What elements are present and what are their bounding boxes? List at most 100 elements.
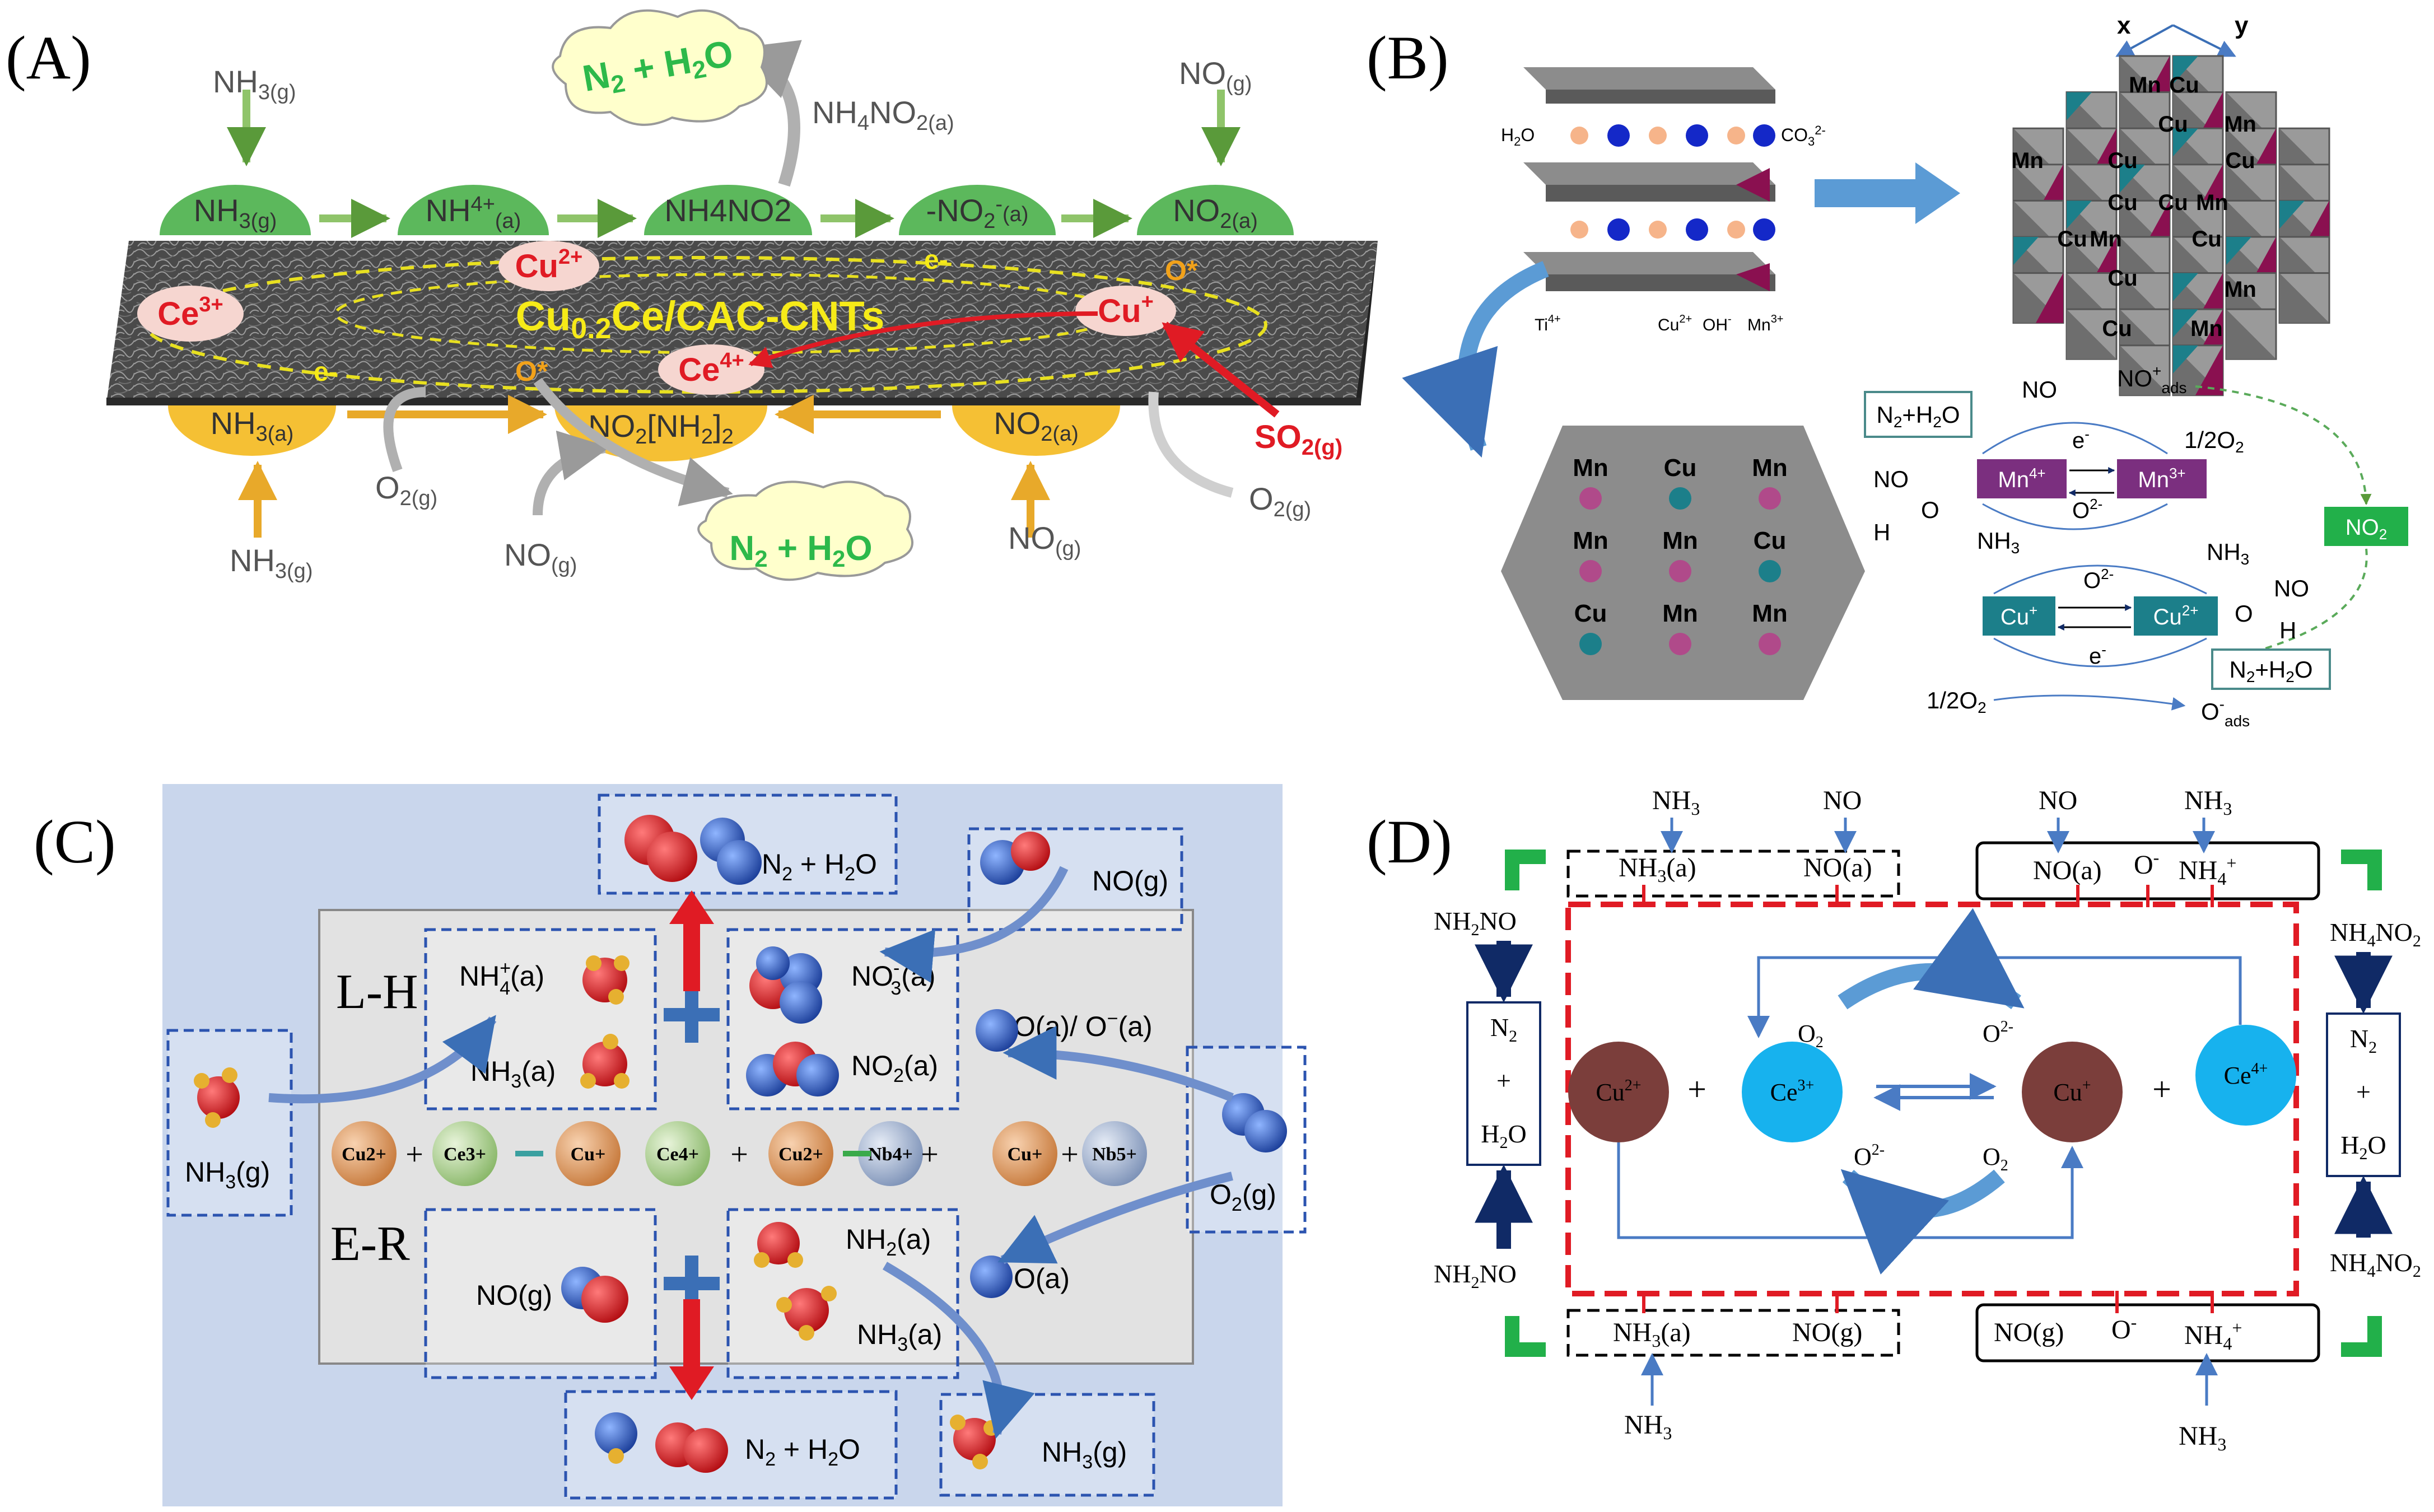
grid-site-label: Cu	[2158, 190, 2188, 215]
e-b-b: e-	[2089, 641, 2106, 669]
nh2no-tl: NH2NO	[1434, 907, 1517, 939]
hex-site-label: Mn	[1662, 527, 1698, 554]
e-label-right: e-	[924, 245, 948, 275]
om-br-d: O-	[2111, 1312, 2137, 1345]
no-top-d: NO	[1823, 786, 1862, 815]
h-b-b: H	[2279, 617, 2296, 643]
grid-site-label: Mn	[2196, 190, 2228, 215]
ti-label: Ti4+	[1535, 313, 1561, 334]
o2g-c: O2(g)	[1210, 1179, 1276, 1215]
hex-site-label: Cu	[1664, 454, 1697, 482]
hex-site-label: Mn	[1752, 454, 1788, 482]
o-ads-b: O-ads	[2201, 696, 2250, 730]
oa-om-label: O(a)/ O−(a)	[1014, 1008, 1153, 1042]
no-top-b: NO	[2022, 376, 2057, 403]
plus-d2: +	[2152, 1071, 2171, 1108]
panel-a-label: (A)	[6, 24, 91, 92]
ion-label: Cu+	[571, 1144, 606, 1165]
nog-er-label: NO(g)	[476, 1280, 552, 1311]
so2-label: SO2(g)	[1255, 419, 1342, 460]
panel-d-label: (D)	[1367, 808, 1452, 876]
n2h2o-box-a: N2+H2O	[1876, 402, 1960, 431]
nh3-a-b: NH3	[1977, 528, 2020, 557]
no-top-r-d: NO	[2039, 786, 2077, 815]
er-label: E-R	[330, 1217, 410, 1271]
nh3-bot-r-d: NH3	[2179, 1421, 2226, 1454]
grid-site-label: Cu	[2107, 190, 2137, 215]
n2-left: N2	[1490, 1013, 1517, 1046]
ion-label: Nb5+	[1092, 1144, 1137, 1165]
oa-label: O(a)	[1014, 1263, 1070, 1294]
lh-label: L-H	[336, 965, 418, 1019]
bottom-adsorbed-species: NH3(a) NO2[NH2]2 NO2(a)	[168, 405, 1120, 461]
nh3-top-r-d: NH3	[2184, 786, 2232, 819]
grid-site-label: Mn	[2090, 227, 2122, 251]
panel-a: (A) NH3(g) NH4+(a) NH4NO2 -NO2-(a) NO2(a…	[6, 9, 1378, 583]
co3-label: CO32-	[1781, 123, 1826, 148]
grid-site-label: Cu	[2158, 112, 2188, 137]
n2h2o-box-b: N2+H2O	[2229, 656, 2312, 685]
o2g-right-label: O2(g)	[1249, 481, 1311, 521]
ce3-d: Ce3+	[1770, 1077, 1815, 1106]
cloud-n2-h2o-bottom: N2 + H2O	[697, 480, 913, 581]
ion-label: Cu2+	[342, 1144, 386, 1165]
grid-site-label: Cu	[2225, 148, 2255, 173]
redox-cycle-d: Cu2+ + Ce3+ Cu+ + Ce4+ O2 O2- O2- O2	[1568, 908, 2296, 1275]
ion-label: Ce3+	[444, 1144, 486, 1165]
plus-sign: +	[730, 1137, 748, 1172]
e-b-a: e-	[2072, 426, 2090, 453]
grid-site-label: Mn	[2011, 148, 2044, 173]
plus-sign: +	[405, 1137, 423, 1172]
ldh-layers: H2O CO32- Ti4+ Cu2+ OH- Mn3+	[1501, 67, 1826, 334]
n2h2o-bot-c: N2 + H2O	[745, 1434, 860, 1470]
nh4no2a-label: NH4NO2(a)	[812, 95, 954, 135]
o2-b-d: O2	[1983, 1143, 2008, 1174]
cu2-layer-label: Cu2+	[1658, 313, 1692, 334]
h-left-b: H	[1873, 519, 1890, 545]
nh3g-bottom: NH3(g)	[230, 543, 313, 583]
ion-row-c: Cu2+Ce3+Cu+Ce4+Cu2+Nb4+Cu+Nb5+++++	[332, 1121, 1147, 1186]
hex-site-label: Cu	[1574, 600, 1607, 627]
grid-site-label: Mn	[2190, 316, 2223, 341]
ion-label: Cu2+	[778, 1144, 823, 1165]
noa-r-d: NO(a)	[2033, 856, 2102, 885]
y-axis-label: y	[2235, 12, 2249, 39]
o2-a-d: O2	[1798, 1020, 1824, 1051]
hex-site-label: Mn	[1752, 600, 1788, 627]
n2h2o-bottom-text: N2 + H2O	[729, 529, 872, 572]
ion-label: Ce4+	[656, 1144, 699, 1165]
panel-b: (B) H2O CO32- Ti4+ Cu2+ OH- Mn3+	[1367, 12, 2408, 730]
nh2no-bl: NH2NO	[1434, 1259, 1517, 1292]
o-left-b: O	[1921, 497, 1939, 523]
nog-top-c: NO(g)	[1092, 865, 1168, 897]
grid-site-label: Cu	[2057, 227, 2087, 251]
nog-top: NO(g)	[1179, 55, 1252, 96]
ce4-d: Ce4+	[2224, 1060, 2268, 1089]
nh3-top-d: NH3	[1652, 786, 1700, 819]
grid-site-label: Cu	[2107, 148, 2137, 173]
catalyst-slab: Cu0.2Ce/CAC-CNTs Ce3+ Cu2+ Ce4+ Cu+ O* O…	[106, 241, 1378, 405]
ion-label: Cu+	[1008, 1144, 1043, 1165]
hex-site-label: Mn	[1662, 600, 1698, 627]
grid-site-label: Cu	[2169, 73, 2199, 97]
x-axis-label: x	[2117, 12, 2131, 39]
plus-sign: +	[1061, 1137, 1079, 1172]
o-star-right: O*	[1165, 255, 1198, 286]
nog-br-d: NO(g)	[1994, 1318, 2064, 1347]
panel-d: (D) NH3 NO NH3(a) NO(a) NO NH3 NO(a) O- …	[1367, 786, 2421, 1454]
panel-b-label: (B)	[1367, 24, 1449, 92]
top-flow-arrows	[227, 90, 1241, 238]
cloud-n2-h2o-top: N2 + H2O	[552, 9, 768, 126]
nh3g-left-c: NH3(g)	[185, 1156, 270, 1193]
nh3-bot-d: NH3	[1624, 1410, 1672, 1443]
ion-label: Nb4+	[868, 1144, 913, 1165]
nog-bottom-left: NO(g)	[504, 537, 577, 577]
cu2-d: Cu2+	[1596, 1077, 1641, 1106]
mechanism-b: N2+H2O NO NO+ads 1/2O2 Mn4+ Mn3+ e- O2- …	[1864, 362, 2408, 730]
ce4-ion: Ce4+	[678, 349, 744, 388]
panel-c: (C) L-H E-R NH+4(a) NH3(a) NO-3(a) NO2(a…	[34, 784, 1307, 1506]
